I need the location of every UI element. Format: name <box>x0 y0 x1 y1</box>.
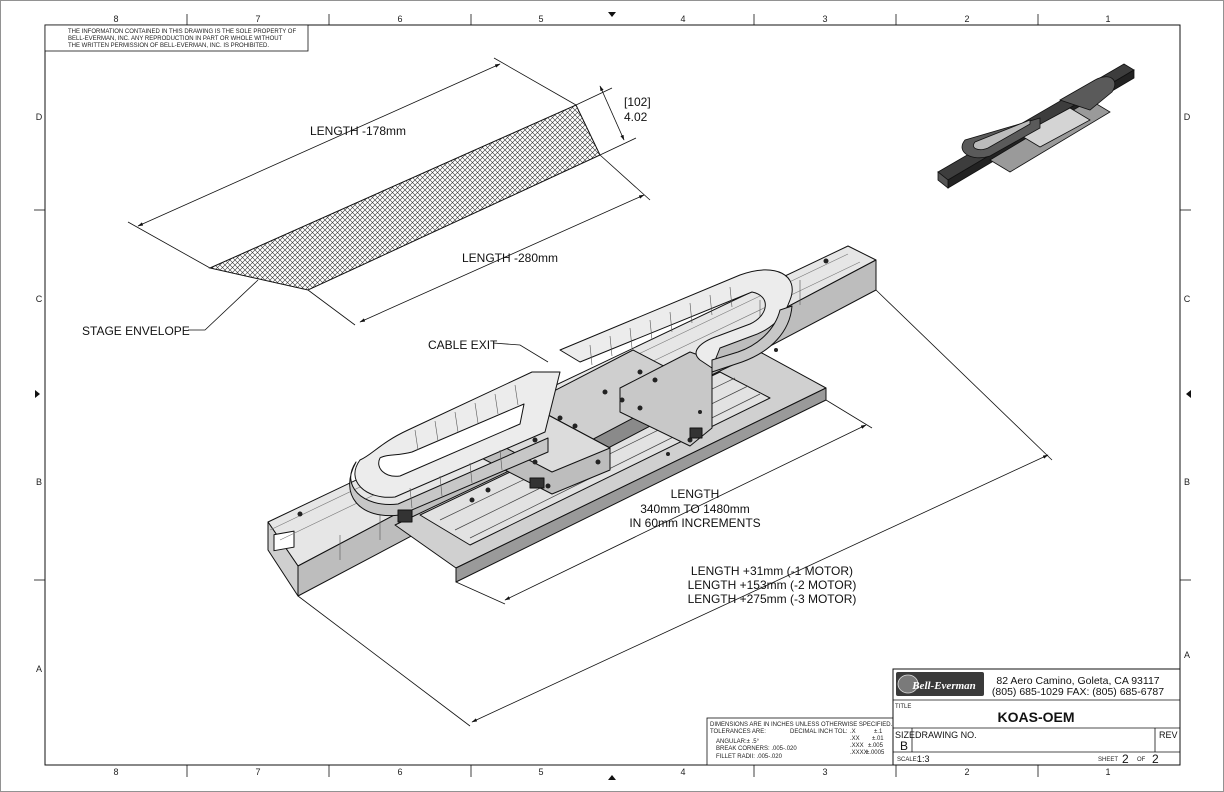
proprietary-note-line-3: THE WRITTEN PERMISSION OF BELL-EVERMAN, … <box>68 43 269 49</box>
length-178-label: LENGTH -178mm <box>310 124 406 138</box>
zone-row-c-right: C <box>1184 294 1191 304</box>
zone-col-2: 2 <box>964 14 969 24</box>
proprietary-note-line-1: THE INFORMATION CONTAINED IN THIS DRAWIN… <box>68 29 296 35</box>
annotations: LENGTH -178mm LENGTH -280mm [102] 4.02 S… <box>82 95 856 606</box>
actuator-assembly <box>267 245 877 597</box>
center-marks <box>35 12 1191 780</box>
tol-decimal-label: DECIMAL INCH TOL: <box>790 729 848 735</box>
tol-x3: .XXX <box>850 743 864 749</box>
zone-col-3-bottom: 3 <box>822 767 827 777</box>
zone-row-b-right: B <box>1184 477 1190 487</box>
zone-column-labels-bottom: 8 7 6 5 4 3 2 1 <box>113 767 1110 777</box>
zone-ticks <box>34 14 1191 777</box>
drawing-no-label: DRAWING NO. <box>915 730 977 740</box>
zone-col-6: 6 <box>397 14 402 24</box>
zone-row-d-right: D <box>1184 112 1191 122</box>
length-range-line-1: LENGTH <box>671 487 720 501</box>
sheet-value: 2 <box>1122 752 1129 766</box>
tol-angular: ANGULAR:± .5° <box>716 739 760 745</box>
scale-value: 1:3 <box>917 754 930 764</box>
zone-col-5-bottom: 5 <box>538 767 543 777</box>
isometric-thumbnail <box>937 63 1135 189</box>
dim-102-label: [102] <box>624 95 651 109</box>
zone-column-labels-top: 8 7 6 5 4 3 2 1 <box>113 14 1110 24</box>
tol-x3-value: ±.005 <box>868 743 884 749</box>
tol-x1: .X <box>850 729 856 735</box>
proprietary-note: THE INFORMATION CONTAINED IN THIS DRAWIN… <box>44 24 309 52</box>
proprietary-note-line-2: BELL-EVERMAN, INC. ANY REPRODUCTION IN P… <box>68 36 283 42</box>
tolerance-block: DIMENSIONS ARE IN INCHES UNLESS OTHERWIS… <box>706 717 894 766</box>
sheet-label: SHEET <box>1098 757 1118 763</box>
length-motor-line-1: LENGTH +31mm (-1 MOTOR) <box>691 564 853 578</box>
length-motor-line-3: LENGTH +275mm (-3 MOTOR) <box>688 592 857 606</box>
tol-break-corners: BREAK CORNERS: .005-.020 <box>716 746 797 752</box>
zone-col-4-bottom: 4 <box>680 767 685 777</box>
tol-x4: .XXXX <box>850 750 868 756</box>
tol-x1-value: ±.1 <box>874 729 883 735</box>
zone-row-c-left: C <box>36 294 43 304</box>
zone-col-3: 3 <box>822 14 827 24</box>
scale-label: SCALE: <box>897 757 919 763</box>
address-line-2: (805) 685-1029 FAX: (805) 685-6787 <box>992 686 1164 698</box>
length-range-line-2: 340mm TO 1480mm <box>640 502 750 516</box>
tol-x2: .XX <box>850 736 860 742</box>
zone-row-a-right: A <box>1184 650 1190 660</box>
zone-col-7: 7 <box>255 14 260 24</box>
stage-envelope-label: STAGE ENVELOPE <box>82 324 190 338</box>
of-value: 2 <box>1152 752 1159 766</box>
zone-row-d-left: D <box>36 112 43 122</box>
tol-fillet-radii: FILLET RADII: .005-.020 <box>716 754 783 760</box>
size-label: SIZE <box>895 730 915 740</box>
title-label: TITLE <box>895 704 911 710</box>
zone-col-1: 1 <box>1105 14 1110 24</box>
zone-col-6-bottom: 6 <box>397 767 402 777</box>
title-block: Bell-Everman 82 Aero Camino, Goleta, CA … <box>892 668 1181 766</box>
address-line-1: 82 Aero Camino, Goleta, CA 93117 <box>996 675 1159 687</box>
rev-label: REV <box>1159 730 1178 740</box>
zone-col-4: 4 <box>680 14 685 24</box>
bell-everman-logo: Bell-Everman <box>896 672 984 696</box>
tol-header: DIMENSIONS ARE IN INCHES UNLESS OTHERWIS… <box>710 722 893 728</box>
drawing-border <box>44 24 1181 766</box>
zone-row-labels: D C B A D C B A <box>36 112 1191 674</box>
zone-row-b-left: B <box>36 477 42 487</box>
tol-label: TOLERANCES ARE: <box>710 729 766 735</box>
length-280-label: LENGTH -280mm <box>462 251 558 265</box>
length-range-line-3: IN 60mm INCREMENTS <box>629 516 760 530</box>
zone-col-2-bottom: 2 <box>964 767 969 777</box>
of-label: OF <box>1137 757 1146 763</box>
tol-x2-value: ±.01 <box>872 736 884 742</box>
tol-x4-value: ±.0005 <box>866 750 885 756</box>
zone-row-a-left: A <box>36 664 42 674</box>
bell-icon <box>897 674 919 694</box>
zone-col-1-bottom: 1 <box>1105 767 1110 777</box>
drawing-title: KOAS-OEM <box>998 709 1075 725</box>
size-value: B <box>900 739 908 753</box>
zone-col-8: 8 <box>113 14 118 24</box>
assembly-dimension-lines <box>297 289 1053 727</box>
cable-exit-label: CABLE EXIT <box>428 338 498 352</box>
logo-text: Bell-Everman <box>911 680 976 692</box>
envelope-dimension-lines <box>127 57 651 331</box>
length-motor-line-2: LENGTH +153mm (-2 MOTOR) <box>688 578 857 592</box>
zone-col-8-bottom: 8 <box>113 767 118 777</box>
zone-col-7-bottom: 7 <box>255 767 260 777</box>
zone-col-5: 5 <box>538 14 543 24</box>
dim-402-label: 4.02 <box>624 110 648 124</box>
